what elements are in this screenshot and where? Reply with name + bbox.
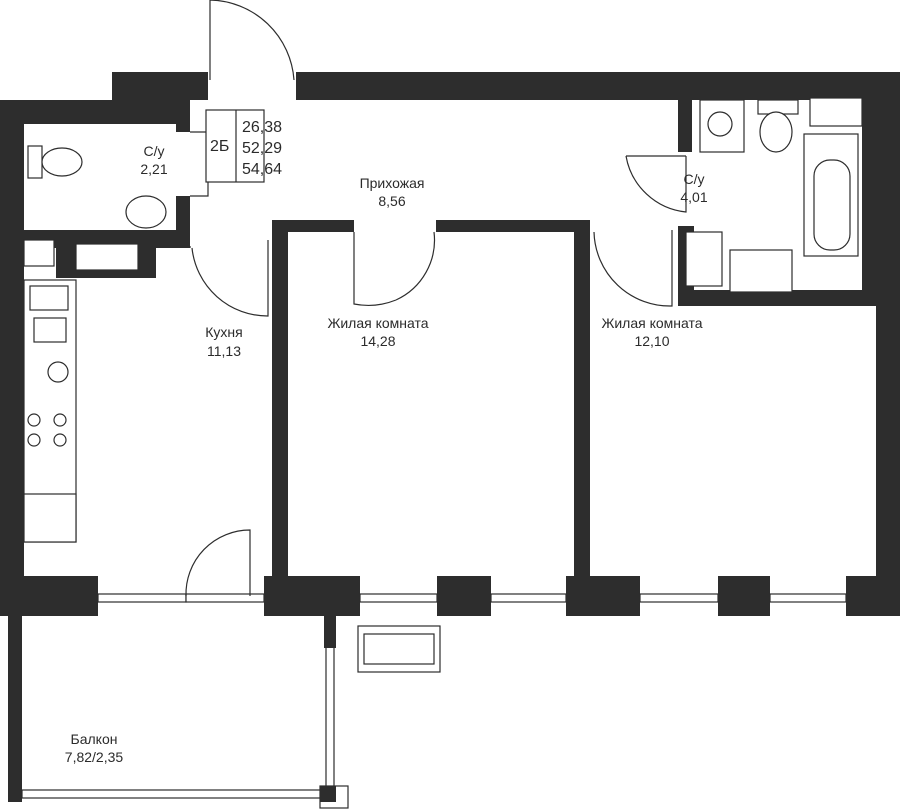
living1-door-right bbox=[395, 231, 436, 301]
bath-right-door bbox=[625, 155, 687, 213]
window-living1-left bbox=[359, 593, 438, 603]
wall-bottom-mid2 bbox=[566, 576, 640, 616]
apartment-type: 2Б bbox=[210, 138, 229, 155]
dishwasher bbox=[33, 317, 67, 343]
apartment-tag: 2Б 26,38 52,29 54,64 bbox=[205, 109, 282, 183]
window-living2-left bbox=[639, 593, 719, 603]
bath-right-shaft bbox=[685, 231, 723, 287]
entry-door bbox=[209, 0, 295, 81]
room-name-balcony: Балкон bbox=[71, 731, 118, 747]
wall-bath-right-left bbox=[678, 100, 692, 152]
room-area-living-1: 14,28 bbox=[360, 333, 395, 349]
room-area-kitchen: 11,13 bbox=[207, 343, 241, 359]
apartment-tag-frame bbox=[205, 109, 265, 183]
room-name-hallway: Прихожая bbox=[360, 175, 425, 191]
shaft-left bbox=[23, 239, 55, 267]
wall-right-upper bbox=[862, 72, 900, 306]
mixer-icon bbox=[47, 361, 69, 383]
room-name-kitchen: Кухня bbox=[205, 324, 242, 340]
bathtub-inner bbox=[813, 159, 851, 251]
radiator-inner bbox=[363, 633, 435, 665]
window-living2-right bbox=[769, 593, 847, 603]
room-name-living-2: Жилая комната bbox=[601, 315, 702, 331]
room-area-balcony: 7,82/2,35 bbox=[65, 749, 124, 765]
toilet-right-bowl bbox=[759, 111, 793, 153]
apartment-area-1: 26,38 bbox=[242, 119, 282, 136]
window-living1-right bbox=[490, 593, 567, 603]
wall-bath-left-right-upper bbox=[176, 100, 190, 132]
burner-4 bbox=[53, 433, 67, 447]
fixtures bbox=[23, 97, 863, 673]
living1-door-left bbox=[353, 232, 397, 306]
wall-kitchen-living1 bbox=[272, 220, 288, 576]
wall-left bbox=[0, 100, 24, 616]
wall-top-left-step bbox=[0, 100, 190, 124]
burner-1 bbox=[27, 413, 41, 427]
room-name-living-1: Жилая комната bbox=[327, 315, 428, 331]
room-name-bathroom-right: С/у bbox=[684, 171, 705, 187]
wall-bottom-right bbox=[846, 576, 900, 616]
balcony-door bbox=[185, 529, 251, 597]
room-labels: С/у 2,21 Прихожая 8,56 С/у 4,01 Кухня 11… bbox=[65, 143, 708, 765]
wall-top-left bbox=[112, 72, 208, 100]
washing-machine-drum bbox=[707, 111, 733, 137]
room-area-bathroom-right: 4,01 bbox=[680, 189, 707, 205]
window-kitchen bbox=[97, 593, 187, 603]
apartment-area-2: 52,29 bbox=[242, 140, 282, 157]
wall-bottom-kitchen-right bbox=[264, 576, 360, 616]
room-area-living-2: 12,10 bbox=[634, 333, 669, 349]
room-name-bathroom-left: С/у bbox=[144, 143, 165, 159]
walls bbox=[0, 72, 900, 809]
wall-living1-top-right bbox=[436, 220, 586, 232]
sink-right bbox=[729, 249, 793, 293]
living2-door bbox=[593, 230, 673, 307]
balcony-corner-box bbox=[319, 785, 349, 809]
wall-living1-top-left bbox=[272, 220, 354, 232]
bath-left-door bbox=[190, 131, 209, 197]
room-area-bathroom-left: 2,21 bbox=[140, 161, 167, 177]
bathtub-shelf bbox=[809, 97, 863, 127]
wall-bottom-mid bbox=[437, 576, 491, 616]
apartment-area-3: 54,64 bbox=[242, 161, 282, 178]
kitchen-sink bbox=[29, 285, 69, 311]
toilet-left-bowl bbox=[41, 147, 83, 177]
wall-bath-right-bottom bbox=[678, 290, 900, 306]
balcony-rail-bottom bbox=[21, 789, 323, 799]
balcony-rail-right bbox=[325, 639, 335, 791]
balcony-door-frame bbox=[185, 593, 265, 603]
wall-right-lower bbox=[876, 290, 900, 616]
fridge bbox=[23, 493, 77, 543]
sink-left bbox=[125, 195, 167, 229]
wall-living1-living2 bbox=[574, 220, 590, 576]
wall-top-main bbox=[296, 72, 900, 100]
wall-bottom-right-mid bbox=[718, 576, 770, 616]
balcony-post-top bbox=[324, 616, 336, 648]
kitchen-door bbox=[189, 240, 269, 317]
wall-bottom-left bbox=[0, 576, 98, 616]
burner-3 bbox=[27, 433, 41, 447]
burner-2 bbox=[53, 413, 67, 427]
balcony-wall-left bbox=[8, 616, 22, 802]
room-area-hallway: 8,56 bbox=[378, 193, 405, 209]
shaft-inner bbox=[75, 243, 139, 271]
toilet-left-tank bbox=[27, 145, 43, 179]
balcony-corner-post bbox=[320, 786, 336, 802]
